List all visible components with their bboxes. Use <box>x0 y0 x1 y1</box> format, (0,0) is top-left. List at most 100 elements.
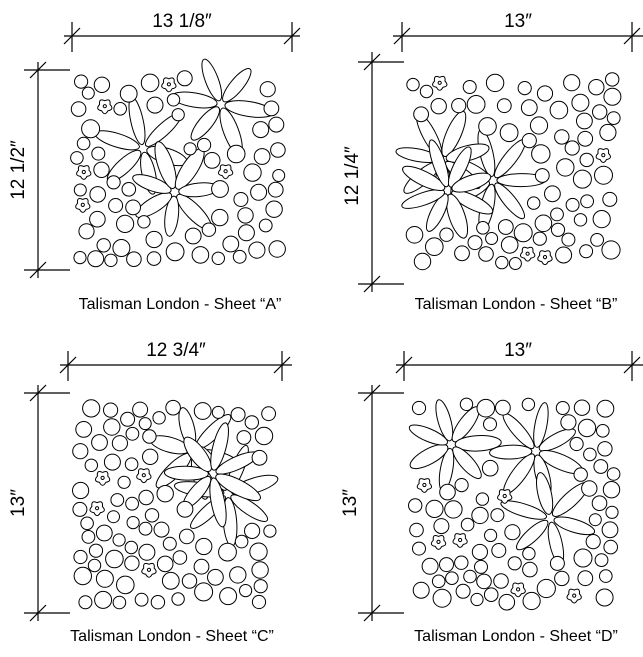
sheet-a: 13 1/8″ 12 1/2″ Talisman London - Sheet … <box>8 11 301 313</box>
pebble-tile <box>239 584 253 598</box>
pebble-tile <box>405 226 424 244</box>
petal-tile <box>428 139 450 188</box>
petal-tile <box>164 195 180 237</box>
pebble-tile <box>483 587 499 603</box>
pebble-tile <box>74 74 89 89</box>
pebble-tile <box>411 400 427 416</box>
pebble-tile <box>459 397 474 411</box>
pebble-tile <box>145 230 163 249</box>
flower-center <box>81 169 86 175</box>
pebble-tile <box>73 566 93 586</box>
pebble-tile <box>444 500 463 519</box>
pebble-tile <box>521 397 536 412</box>
pebble-tile <box>495 399 511 416</box>
pebble-tile <box>571 93 590 112</box>
pebble-tile <box>476 398 496 418</box>
petal-tile <box>135 192 173 218</box>
pebble-tile <box>527 196 541 210</box>
pebble-tile <box>500 236 519 254</box>
pebble-tile <box>471 543 488 561</box>
pebble-tile <box>110 493 125 507</box>
sheet-a-height-dimension: 12 1/2″ <box>8 61 70 279</box>
flower-center <box>572 593 577 598</box>
pebble-tile <box>565 197 580 212</box>
pebble-tile <box>454 555 469 570</box>
pebble-tile <box>439 483 456 501</box>
petal-tile <box>553 516 596 536</box>
pebble-tile <box>81 86 95 100</box>
pebble-tile <box>183 142 197 156</box>
pebble-tile <box>211 251 226 265</box>
pebble-tile <box>166 93 181 107</box>
pebble-tile <box>550 207 564 222</box>
pebble-tile <box>76 136 91 151</box>
pebble-tile <box>156 555 174 573</box>
pebble-tile <box>581 480 598 497</box>
petal-tile <box>132 174 172 194</box>
flower-center <box>100 475 105 480</box>
pebble-tile <box>476 221 490 235</box>
pebble-tile <box>138 417 152 431</box>
pebble-tile <box>485 232 499 245</box>
pebble-tile <box>78 595 93 610</box>
pebble-tile <box>248 241 266 259</box>
pebble-tile <box>596 399 615 418</box>
pebble-tile <box>467 235 483 251</box>
pebble-tile <box>140 73 160 93</box>
pebble-tile <box>243 163 262 182</box>
pebble-tile <box>70 101 87 117</box>
pebble-tile <box>112 239 131 257</box>
pebble-tile <box>432 588 452 608</box>
pebble-tile <box>144 508 160 523</box>
pebble-tile <box>425 499 444 518</box>
pebble-tile <box>573 548 593 568</box>
flower-center <box>601 153 606 158</box>
pebble-tile <box>138 489 154 506</box>
sheet-a-tile-pattern <box>70 58 286 268</box>
pebble-tile <box>197 137 212 153</box>
petal-tile <box>408 424 449 446</box>
petal-tile <box>538 428 576 452</box>
sheet-c-height-dimension: 13″ <box>8 384 70 622</box>
pebble-tile <box>549 100 569 120</box>
petal-tile <box>536 472 554 515</box>
sheet-b-width-label: 13″ <box>504 11 532 32</box>
sheet-b-tile-pattern <box>395 72 622 271</box>
pebble-tile <box>474 559 488 574</box>
sheet-c-caption: Talisman London - Sheet “C” <box>70 628 274 645</box>
pebble-tile <box>267 181 284 198</box>
pebble-tile <box>82 399 101 418</box>
pebble-tile <box>244 415 260 430</box>
petal-tile <box>447 146 472 188</box>
pebble-tile <box>409 522 424 538</box>
pebble-tile <box>113 102 127 116</box>
pebble-tile <box>137 215 151 229</box>
sheet-d-tile-pattern <box>408 397 621 611</box>
pebble-tile <box>507 556 522 571</box>
pebble-tile <box>233 192 249 207</box>
pebble-tile <box>580 194 594 209</box>
pebble-tile <box>594 165 613 185</box>
pebble-tile <box>455 583 471 599</box>
pebble-tile <box>466 95 486 114</box>
pebble-tile <box>201 222 217 237</box>
pebble-tile <box>124 457 139 472</box>
pebble-tile <box>194 582 214 602</box>
pebble-tile <box>193 558 210 575</box>
pebble-tile <box>272 169 286 182</box>
pebble-tile <box>555 401 570 415</box>
pebble-tile <box>81 530 96 544</box>
sheet-d-width-label: 13″ <box>504 340 532 361</box>
pebble-tile <box>534 214 553 233</box>
pebble-tile <box>481 459 499 477</box>
pebble-tile <box>504 524 521 541</box>
flower-center <box>102 104 107 109</box>
pebble-tile <box>229 566 247 584</box>
sheet-c-width-label: 12 3/4″ <box>146 340 206 361</box>
pebble-tile <box>230 407 246 423</box>
pebble-tile <box>165 242 185 262</box>
pebble-tile <box>606 467 621 481</box>
pebble-tile <box>588 79 605 96</box>
pebble-tile <box>261 406 277 422</box>
pebble-tile <box>412 541 426 556</box>
